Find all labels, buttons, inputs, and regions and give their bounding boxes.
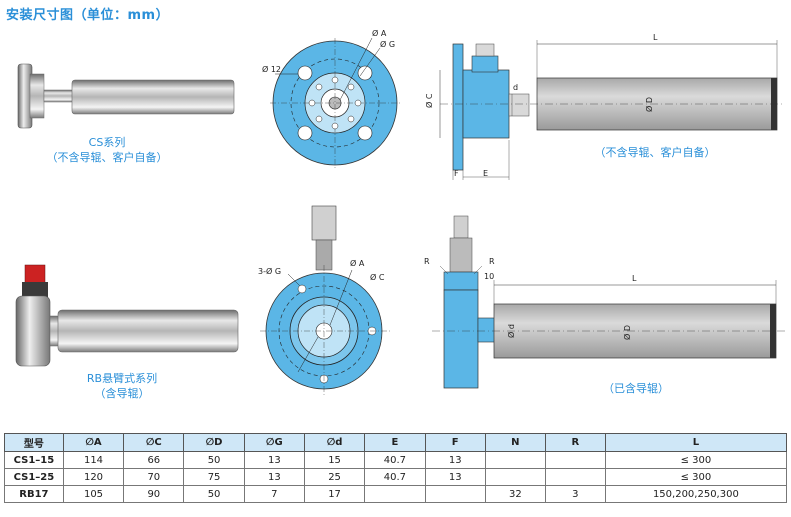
table-cell: 40.7 (364, 468, 426, 486)
table-cell: 13 (243, 468, 305, 486)
table-cell (484, 468, 546, 486)
table-header-cell: N (484, 433, 546, 452)
table-cell: 17 (303, 485, 366, 503)
table-cell: 70 (123, 468, 185, 486)
table-cell: 66 (123, 451, 185, 469)
rb-side-caption: （已含导辊） (603, 381, 669, 395)
table-row: CS1–15 114 66 50 13 15 40.7 13 ≤ 300 (4, 451, 788, 469)
table-header-cell: R (544, 433, 606, 452)
cs-side-caption: （不含导辊、客户自备） (595, 145, 716, 159)
cs-front-label-hole: Ø 12 (262, 64, 281, 74)
rb-side-label-r2: R (489, 257, 495, 266)
table-cell: 3 (544, 485, 606, 503)
table-cell: CS1–15 (4, 451, 64, 469)
page-title: 安装尺寸图（单位：mm） (6, 8, 170, 23)
table-cell: 13 (243, 451, 305, 469)
spec-table: 型号 ∅A ∅C ∅D ∅G ∅d E F N R L CS1–15 114 6… (4, 433, 788, 503)
rb-side-view (432, 215, 785, 389)
cs-side-label-dd: Ø D (644, 97, 654, 112)
cs-side-label-e: E (483, 169, 488, 178)
rb-side-label-r1: R (424, 257, 430, 266)
table-header-cell: ∅G (243, 433, 305, 452)
table-cell: 13 (424, 451, 486, 469)
rb-caption-1: RB悬臂式系列 (87, 371, 157, 385)
table-cell: 32 (484, 485, 546, 503)
table-cell (364, 485, 426, 503)
rb-side-label-d: Ø d (506, 324, 516, 338)
table-cell: 105 (62, 485, 125, 503)
table-header-cell: ∅C (123, 433, 185, 452)
cs-caption-2: （不含导辊、客户自备） (47, 150, 168, 164)
table-cell (544, 468, 606, 486)
table-cell: ≤ 300 (604, 451, 788, 469)
cs-side-label-l: L (653, 33, 658, 42)
table-cell: ≤ 300 (604, 468, 788, 486)
table-header-cell: E (364, 433, 426, 452)
table-header-cell: ∅A (62, 433, 125, 452)
rb-front-view (260, 205, 390, 395)
table-cell: 90 (123, 485, 185, 503)
cs-side-label-c: Ø C (424, 93, 434, 108)
table-cell: 7 (243, 485, 305, 503)
table-cell: CS1–25 (4, 468, 64, 486)
cs-front-label-g: Ø G (380, 39, 395, 49)
rb-side-label-l: L (632, 274, 637, 283)
table-header-cell: 型号 (4, 433, 64, 452)
cs-caption-1: CS系列 (89, 135, 126, 149)
table-cell: 75 (183, 468, 245, 486)
table-cell: 25 (303, 468, 366, 486)
cs-front-label-a: Ø A (372, 28, 387, 38)
table-row: RB17 105 90 50 7 17 32 3 150,200,250,300 (4, 485, 788, 503)
table-cell: 50 (183, 451, 245, 469)
drawings-canvas: CS系列 （不含导辊、客户自备） Ø A Ø G Ø 12 (15, 28, 785, 400)
table-header-cell: F (424, 433, 486, 452)
table-cell (484, 451, 546, 469)
table-cell: 50 (183, 485, 245, 503)
rb-side-label-10: 10 (484, 272, 494, 281)
rb-product-photo (15, 264, 239, 367)
table-cell: 150,200,250,300 (604, 485, 788, 503)
table-cell: RB17 (4, 485, 64, 503)
cs-side-label-d: d (513, 83, 518, 92)
table-cell: 40.7 (364, 451, 426, 469)
cs-side-view (439, 40, 785, 180)
rb-side-label-dd: Ø D (622, 325, 632, 340)
rb-front-label-c: Ø C (370, 272, 385, 282)
rb-caption-2: （含导辊） (95, 386, 150, 400)
table-header-cell: ∅d (303, 433, 366, 452)
table-cell: 120 (62, 468, 125, 486)
table-cell: 13 (424, 468, 486, 486)
rb-front-label-g: 3-Ø G (258, 266, 281, 276)
table-cell: 15 (303, 451, 366, 469)
table-cell (424, 485, 486, 503)
table-cell (544, 451, 606, 469)
cs-product-photo (17, 63, 235, 129)
cs-front-view (270, 37, 400, 168)
table-header-row: 型号 ∅A ∅C ∅D ∅G ∅d E F N R L (4, 433, 788, 452)
table-header-cell: ∅D (183, 433, 245, 452)
table-header-cell: L (604, 433, 788, 452)
rb-front-label-a: Ø A (350, 258, 365, 268)
cs-side-label-f: F (454, 169, 459, 178)
table-cell: 114 (62, 451, 125, 469)
table-row: CS1–25 120 70 75 13 25 40.7 13 ≤ 300 (4, 468, 788, 486)
